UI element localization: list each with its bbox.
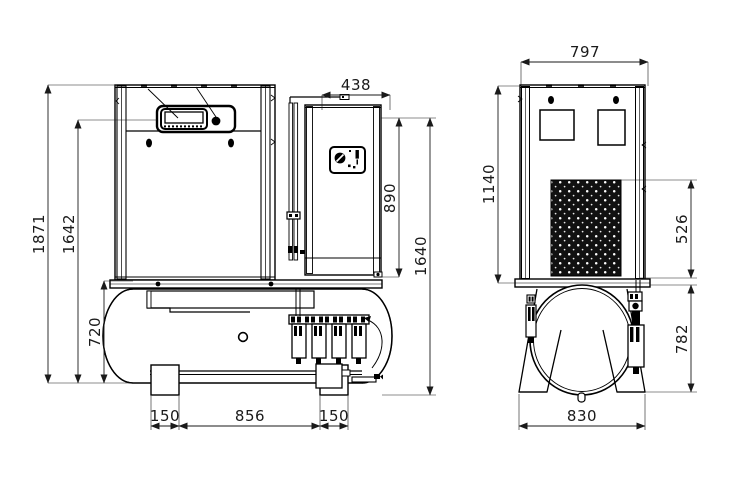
dim-1871: 1871: [30, 214, 48, 254]
dim-526: 526: [673, 214, 691, 244]
filter-unit: [291, 323, 307, 364]
dryer-pipework: [286, 102, 305, 261]
dim-782: 782: [673, 324, 691, 354]
side-pipework-right: [627, 280, 645, 374]
keypad-dots[interactable]: [164, 125, 202, 128]
access-panel: [539, 109, 575, 141]
dim-856: 856: [235, 407, 265, 425]
dim-720: 720: [86, 317, 104, 347]
filter-bank: [288, 288, 383, 389]
ventilation-grille: [550, 179, 622, 277]
side-pipework-left: [525, 294, 537, 343]
dim-1140: 1140: [480, 164, 498, 204]
base-frame: [109, 279, 383, 289]
side-dimensions: 797 1140 526 782 830: [480, 43, 697, 430]
dryer-cabinet: [286, 94, 383, 278]
dim-830: 830: [567, 407, 597, 425]
tank-port: [237, 331, 249, 343]
front-dimensions: 1871 1642 720 438 890 1640: [30, 76, 436, 430]
dim-438: 438: [341, 76, 371, 94]
dim-150-left: 150: [150, 407, 180, 425]
tank-foot: [150, 364, 180, 396]
drain-valve: [351, 374, 383, 383]
side-view: 797 1140 526 782 830: [480, 43, 697, 430]
filter-unit: [351, 323, 367, 364]
dim-1640: 1640: [412, 236, 430, 276]
dim-890: 890: [381, 183, 399, 213]
access-panel: [597, 109, 626, 146]
dim-797: 797: [570, 43, 600, 61]
side-tank: [518, 280, 646, 403]
dim-1642: 1642: [60, 214, 78, 254]
air-receiver-tank: [102, 288, 393, 396]
dryer-control-panel[interactable]: [329, 146, 366, 174]
front-view: 1871 1642 720 438 890 1640: [30, 76, 436, 430]
emergency-stop-button[interactable]: [211, 116, 221, 126]
side-cabinet: [514, 84, 651, 288]
filter-unit: [311, 323, 327, 364]
filter-unit: [331, 323, 347, 364]
control-panel[interactable]: [147, 86, 237, 134]
dim-150-right: 150: [319, 407, 349, 425]
